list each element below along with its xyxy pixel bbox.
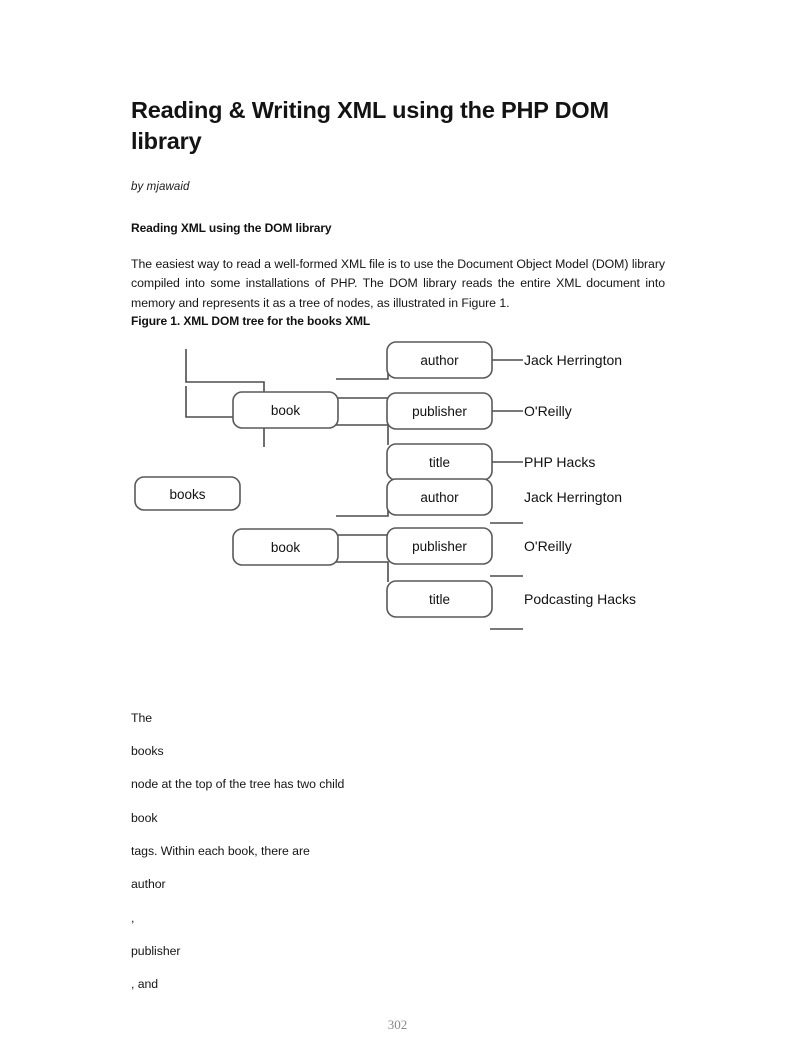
leaf-value-author: Jack Herrington bbox=[524, 352, 622, 368]
tail-fragment: author bbox=[131, 877, 166, 892]
tree-node-book-2: book bbox=[232, 528, 339, 566]
figure-caption: Figure 1. XML DOM tree for the books XML bbox=[131, 313, 371, 328]
node-box bbox=[386, 478, 493, 516]
node-box bbox=[386, 527, 493, 565]
node-box bbox=[386, 580, 493, 618]
tree-leaf-title-2: title Podcasting Hacks bbox=[386, 580, 636, 618]
tail-fragment: node at the top of the tree has two chil… bbox=[131, 777, 345, 792]
leaf-value-publisher: O'Reilly bbox=[524, 403, 572, 419]
node-label-book: book bbox=[271, 403, 301, 418]
node-box bbox=[232, 528, 339, 566]
page-number: 302 bbox=[387, 1017, 408, 1032]
body-paragraph: The easiest way to read a well-formed XM… bbox=[131, 257, 665, 310]
tail-fragment: book bbox=[131, 810, 158, 825]
node-label-title: title bbox=[429, 592, 450, 607]
tree-node-book-1: book bbox=[232, 391, 339, 429]
tail-fragment: tags. Within each book, there are bbox=[131, 844, 310, 859]
node-label-book: book bbox=[271, 540, 301, 555]
node-label-author: author bbox=[420, 490, 459, 505]
node-label-publisher: publisher bbox=[412, 404, 467, 419]
node-label-books: books bbox=[169, 487, 205, 502]
tail-fragment: , and bbox=[131, 977, 159, 992]
tree-leaf-publisher-2: publisher O'Reilly bbox=[386, 527, 572, 565]
tail-fragment: , bbox=[131, 910, 135, 925]
node-box bbox=[134, 476, 241, 511]
tail-fragment: publisher bbox=[131, 943, 181, 958]
xml-dom-tree-diagram: books book author Jack Herrington publis… bbox=[134, 341, 636, 630]
node-label-title: title bbox=[429, 455, 450, 470]
node-box bbox=[232, 391, 339, 429]
tail-fragment: books bbox=[131, 744, 164, 759]
figure-xml-dom-tree: books book author Jack Herrington publis… bbox=[131, 336, 665, 666]
page-title: Reading & Writing XML using the PHP DOM … bbox=[131, 97, 609, 154]
tree-leaf-title-1: title PHP Hacks bbox=[386, 443, 595, 481]
node-box bbox=[386, 341, 493, 379]
tree-leaf-publisher-1: publisher O'Reilly bbox=[386, 392, 572, 430]
section-heading: Reading XML using the DOM library bbox=[131, 221, 332, 235]
node-box bbox=[386, 392, 493, 430]
tree-leaf-author-2: author Jack Herrington bbox=[386, 478, 622, 516]
leaf-value-publisher: O'Reilly bbox=[524, 538, 572, 554]
node-label-publisher: publisher bbox=[412, 539, 467, 554]
tail-fragment: The bbox=[131, 710, 153, 725]
byline: by mjawaid bbox=[131, 181, 190, 193]
leaf-value-title: PHP Hacks bbox=[524, 454, 595, 470]
node-label-author: author bbox=[420, 353, 459, 368]
document-content: Reading & Writing XML using the PHP DOM … bbox=[131, 95, 665, 1002]
tail-text-fragments: The books node at the top of the tree ha… bbox=[131, 702, 665, 1002]
tree-node-books: books bbox=[134, 476, 241, 511]
tree-leaf-author-1: author Jack Herrington bbox=[386, 341, 622, 379]
leaf-value-title: Podcasting Hacks bbox=[524, 591, 636, 607]
leaf-value-author: Jack Herrington bbox=[524, 489, 622, 505]
